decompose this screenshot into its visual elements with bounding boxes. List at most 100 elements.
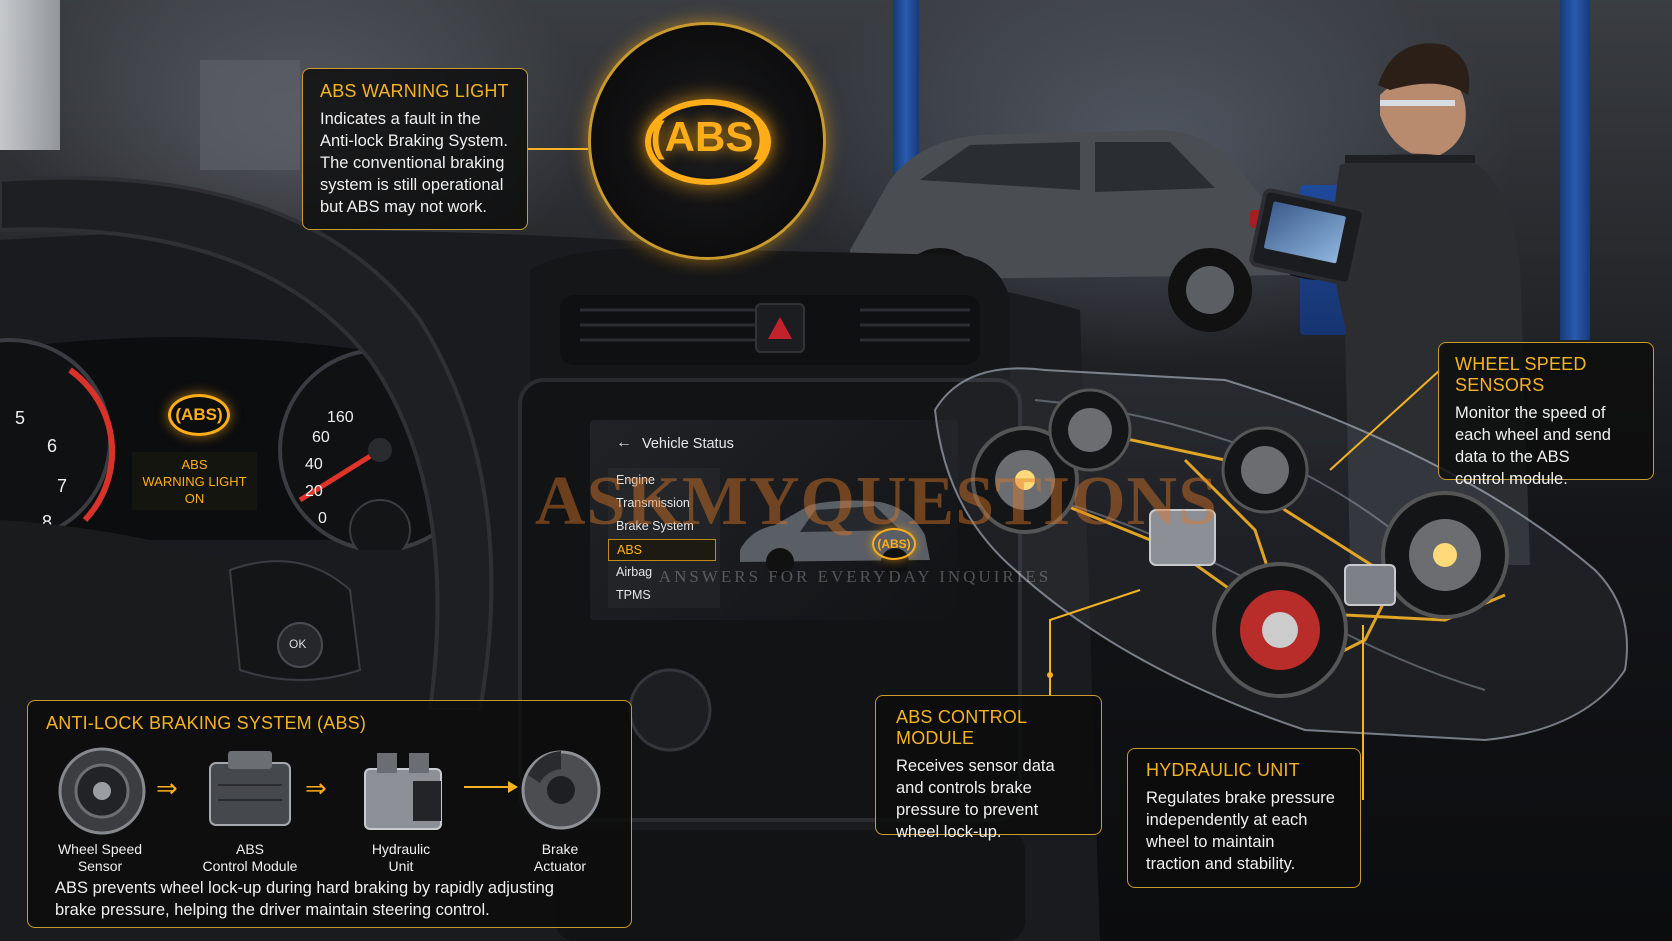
panel-line: independently at each	[1146, 811, 1308, 829]
component-label: ABS Control Module	[185, 841, 315, 875]
component-label-line: Hydraulic	[371, 841, 431, 857]
wheel-front-right	[1212, 562, 1348, 698]
component-label-line: Actuator	[533, 858, 587, 874]
abs-system-panel: ANTI-LOCK BRAKING SYSTEM (ABS) ⇒ ⇒	[27, 700, 632, 928]
brake-actuator-icon	[521, 750, 601, 830]
wheel-rear-left	[1048, 388, 1132, 472]
menu-item-transmission[interactable]: Transmission	[616, 496, 690, 510]
status-menu: Engine Transmission Brake System ABS Air…	[608, 468, 720, 608]
instrument-cluster	[0, 337, 440, 550]
speed-number: 0	[318, 510, 327, 527]
component-label-line: Control Module	[202, 858, 298, 874]
summary-line: brake pressure, helping the driver maint…	[55, 901, 490, 919]
panel-line: Indicates a fault in the	[320, 110, 481, 128]
panel-body: Regulates brake pressure independently a…	[1146, 787, 1342, 875]
menu-item-airbag[interactable]: Airbag	[616, 565, 653, 579]
panel-line: system is still operational	[320, 176, 504, 194]
abs-warning-icon: (ABS)	[877, 537, 911, 551]
panel-line: wheel lock-up.	[896, 823, 1002, 841]
wheel-speed-sensor-icon	[58, 747, 146, 835]
panel-title: ABS WARNING LIGHT	[320, 81, 509, 101]
abs-module-box	[1149, 509, 1216, 566]
screen-title: Vehicle Status	[642, 436, 734, 452]
cluster-warning-text: ABS WARNING LIGHT ON	[132, 452, 257, 510]
menu-item-engine[interactable]: Engine	[616, 473, 655, 487]
tach-number: 5	[15, 408, 26, 428]
cluster-warning-line: ABS	[181, 457, 208, 472]
garage-window	[0, 0, 60, 150]
cluster-warning-line: ON	[184, 491, 205, 506]
wheel-front-left	[971, 426, 1079, 534]
menu-item-brake-system[interactable]: Brake System	[616, 519, 694, 533]
speed-number: 20	[305, 483, 323, 500]
component-label: Hydraulic Unit	[346, 841, 456, 875]
transparent-car-diagram	[933, 367, 1628, 742]
wheel-speed-panel: WHEEL SPEED SENSORS Monitor the speed of…	[1438, 342, 1654, 488]
flow-arrow-icon	[464, 786, 510, 788]
screen-abs-icon: (ABS)	[872, 528, 916, 560]
panel-line: but ABS may not work.	[320, 198, 487, 216]
component-label: Wheel Speed Sensor	[40, 841, 160, 875]
panel-line: wheel to maintain	[1146, 833, 1275, 851]
panel-line: The conventional braking	[320, 154, 505, 172]
panel-line: Regulates brake pressure	[1146, 789, 1335, 807]
flow-arrow-icon: ⇒	[305, 773, 327, 803]
speed-number: 160	[327, 409, 354, 426]
control-module-panel: ABS CONTROL MODULE Receives sensor data …	[875, 695, 1102, 841]
menu-item-abs[interactable]: ABS	[608, 539, 716, 561]
back-arrow-icon[interactable]: ←	[616, 434, 632, 451]
lift-column-right	[1560, 0, 1590, 340]
speed-number: 60	[312, 429, 330, 446]
wheel-rear-right	[1381, 491, 1509, 619]
abs-warning-icon: (ABS)	[650, 113, 768, 160]
panel-line: and controls brake	[896, 779, 1032, 797]
panel-title: ABS CONTROL MODULE	[896, 707, 1027, 748]
tach-number: 8	[42, 512, 53, 532]
abs-summary: ABS prevents wheel lock-up during hard b…	[55, 877, 625, 921]
panel-line: Anti-lock Braking System.	[320, 132, 508, 150]
component-label-line: Wheel Speed	[57, 841, 143, 857]
summary-line: ABS prevents wheel lock-up during hard b…	[55, 879, 554, 897]
hydraulic-panel: HYDRAULIC UNIT Regulates brake pressure …	[1127, 748, 1361, 888]
component-label-line: Brake	[541, 841, 579, 857]
hazard-icon	[768, 317, 792, 339]
tach-number: 7	[57, 476, 68, 496]
abs-badge-circle: (ABS)	[588, 22, 826, 260]
abs-warning-icon: (ABS)	[175, 405, 223, 424]
warning-connector	[528, 148, 588, 150]
garage-wall	[200, 60, 300, 170]
panel-body: Indicates a fault in the Anti-lock Braki…	[320, 108, 510, 218]
panel-title: WHEEL SPEED SENSORS	[1455, 354, 1587, 395]
panel-body: Monitor the speed of each wheel and send…	[1455, 402, 1637, 490]
abs-control-module-icon	[209, 751, 291, 826]
hydraulic-box	[1344, 564, 1396, 606]
panel-line: control module.	[1455, 470, 1568, 488]
component-label: Brake Actuator	[510, 841, 610, 875]
panel-line: Receives sensor data	[896, 757, 1055, 775]
hydraulic-unit-icon	[364, 753, 442, 830]
cluster-warning-line: WARNING LIGHT	[142, 474, 247, 489]
steering-wheel-icon	[0, 175, 494, 710]
panel-line: pressure to prevent	[896, 801, 1039, 819]
infotainment-screen: ← Vehicle Status Engine Transmission Bra…	[590, 420, 958, 620]
panel-title: HYDRAULIC UNIT	[1146, 760, 1300, 780]
panel-line: traction and stability.	[1146, 855, 1296, 873]
component-label-line: Unit	[388, 858, 414, 874]
panel-body: Receives sensor data and controls brake …	[896, 755, 1081, 843]
wheel-mid	[1221, 426, 1309, 514]
watermark-tagline: ANSWERS FOR EVERYDAY INQUIRIES	[658, 567, 1052, 586]
menu-item-tpms[interactable]: TPMS	[616, 588, 651, 602]
component-label-line: ABS	[235, 841, 264, 857]
component-label-line: Sensor	[77, 858, 123, 874]
abs-warning-panel: ABS WARNING LIGHT Indicates a fault in t…	[302, 68, 528, 230]
watermark-text: ASKMYQUESTIONS	[535, 463, 1219, 540]
panel-line: each wheel and send	[1455, 426, 1611, 444]
flow-arrow-icon: ⇒	[156, 773, 178, 803]
speed-number: 40	[305, 456, 323, 473]
hazard-button[interactable]	[755, 303, 805, 353]
steering-ok-button[interactable]: OK	[289, 637, 307, 651]
abs-badge-ring	[645, 99, 771, 185]
flow-arrowhead-icon	[508, 781, 518, 793]
